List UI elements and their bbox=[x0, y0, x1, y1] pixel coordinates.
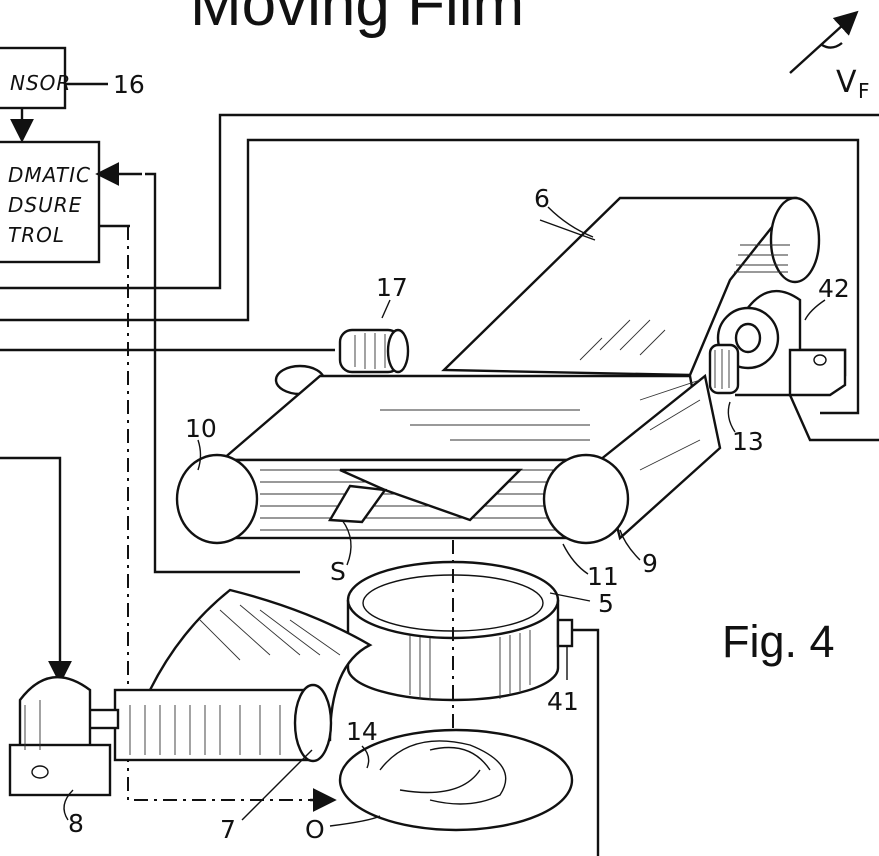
label-41: 41 bbox=[547, 687, 579, 716]
film-belt bbox=[175, 373, 722, 545]
label-13: 13 bbox=[732, 427, 764, 456]
label-17: 17 bbox=[376, 273, 408, 302]
velocity-arrow bbox=[789, 10, 859, 74]
bearing-8 bbox=[8, 676, 112, 797]
label-7: 7 bbox=[220, 815, 236, 844]
figure-number: Fig. 4 bbox=[722, 616, 835, 667]
label-42: 42 bbox=[818, 274, 850, 303]
bearing-42 bbox=[708, 290, 847, 397]
film-upper bbox=[441, 196, 821, 377]
control-line-1: DMATIC bbox=[8, 163, 91, 187]
velocity-subscript: F bbox=[858, 79, 870, 103]
control-line-3: TROL bbox=[8, 223, 65, 247]
lens-5 bbox=[346, 560, 574, 702]
label-S: S bbox=[330, 557, 346, 586]
aperture-14 bbox=[338, 728, 574, 832]
leader-lines bbox=[63, 206, 826, 827]
supply-roll-7 bbox=[86, 588, 373, 763]
figure-title: Moving Film bbox=[190, 0, 525, 39]
exposure-control-box bbox=[0, 140, 101, 264]
label-8: 8 bbox=[68, 809, 84, 838]
label-16: 16 bbox=[113, 70, 145, 99]
sensor-box bbox=[0, 46, 67, 110]
label-11: 11 bbox=[587, 562, 619, 591]
label-9: 9 bbox=[642, 549, 658, 578]
label-O: O bbox=[305, 815, 325, 844]
velocity-label: V bbox=[836, 65, 857, 100]
label-5: 5 bbox=[598, 589, 614, 618]
label-6: 6 bbox=[534, 184, 550, 213]
sensor-text: NSOR bbox=[10, 71, 71, 95]
label-14: 14 bbox=[346, 717, 378, 746]
label-10: 10 bbox=[185, 414, 217, 443]
control-line-2: DSURE bbox=[8, 193, 82, 217]
